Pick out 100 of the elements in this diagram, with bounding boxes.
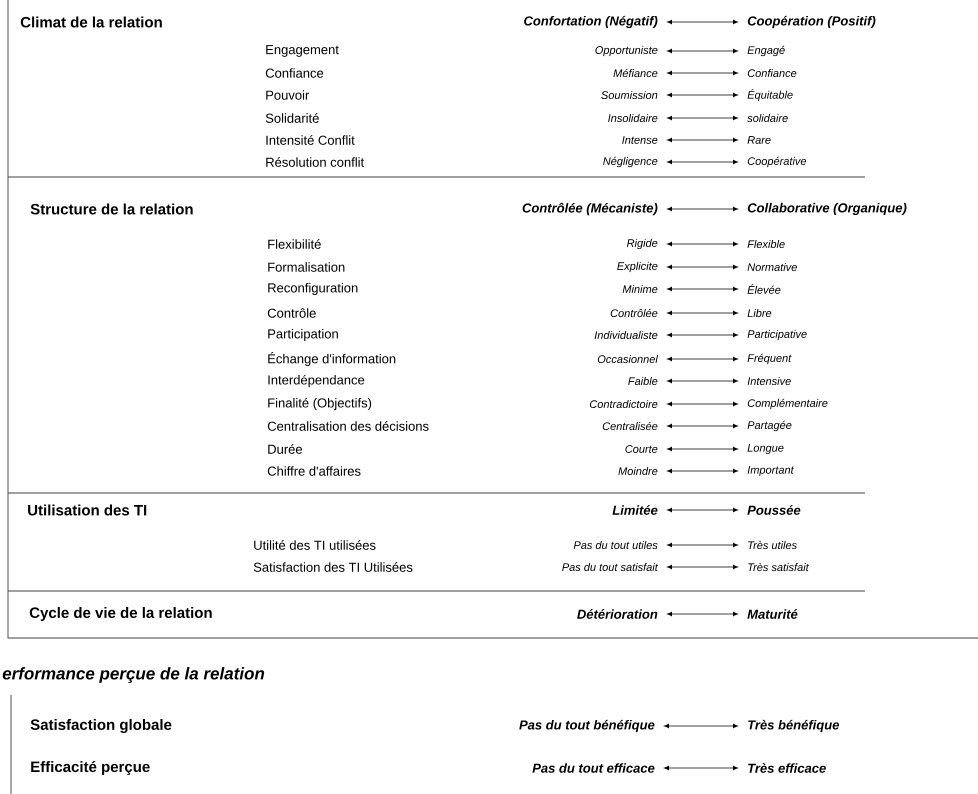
pole-label: Moindre: [618, 466, 658, 476]
pole-label: Engagé: [748, 46, 785, 56]
double-arrow: [667, 242, 738, 246]
double-arrow: [664, 766, 738, 770]
pole-label: Occasionnel: [598, 354, 658, 364]
pole-label: Courte: [625, 445, 658, 453]
pole-label: Centralisée: [602, 422, 658, 430]
item-label: Flexibilité: [268, 239, 321, 249]
pole-label: Pas du tout satisfait: [562, 562, 658, 572]
item-label: Durée: [268, 444, 302, 454]
item-label: Utilité des TI utilisées: [254, 540, 376, 550]
pole-label: solidaire: [747, 114, 788, 122]
double-arrow: [667, 378, 738, 384]
double-arrow: [667, 542, 738, 548]
pole-label: Libre: [748, 308, 772, 318]
pole-label: Très utiles: [748, 540, 797, 550]
item-label: Pouvoir: [266, 90, 310, 100]
pole-label: Méfiance: [614, 68, 658, 78]
item-label: Confiance: [266, 68, 324, 78]
pole-label: Longue: [748, 444, 784, 454]
double-arrow: [667, 468, 738, 474]
item-label: Reconfiguration: [268, 282, 358, 296]
pole-label: Contradictoire: [590, 400, 658, 408]
double-arrow: [667, 264, 738, 270]
double-arrow: [667, 402, 738, 406]
section-heading: Structure de la relation: [30, 204, 193, 214]
section-heading: Climat de la relation: [20, 16, 162, 28]
pole-label: Explicite: [617, 262, 658, 272]
pole-label: Fréquent: [748, 354, 792, 364]
section-heading: Cycle de vie de la relation: [30, 607, 212, 621]
pole-label: Coopération (Positif): [748, 16, 876, 28]
pole-label: Contrôlée (Mécaniste): [522, 202, 658, 216]
pole-label: Rigide: [626, 238, 658, 250]
pole-label: Très satisfait: [748, 562, 810, 572]
double-arrow: [667, 48, 738, 54]
pole-label: Minime: [622, 284, 658, 294]
double-arrow: [664, 724, 738, 728]
section-heading: Utilisation des TI: [28, 504, 146, 516]
double-arrow: [667, 424, 738, 428]
double-arrow: [667, 356, 738, 362]
item-label: Intensité Conflit: [266, 135, 355, 145]
pole-label: Très bénéfique: [748, 720, 840, 732]
pole-label: Individualiste: [594, 330, 658, 340]
item-label: Efficacité perçue: [31, 760, 150, 776]
item-label: Satisfaction des TI Utilisées: [254, 562, 412, 572]
item-label: Satisfaction globale: [30, 718, 172, 734]
double-arrow: [667, 612, 738, 616]
double-arrow: [667, 446, 738, 452]
double-arrow: [667, 70, 738, 76]
double-arrow: [667, 206, 738, 212]
pole-label: Maturité: [747, 609, 798, 619]
double-arrow: [667, 160, 738, 164]
double-arrow: [667, 310, 738, 316]
pole-label: Insolidaire: [608, 114, 658, 122]
pole-label: Opportuniste: [595, 46, 658, 56]
pole-label: Intense: [622, 136, 658, 144]
pole-label: Complémentaire: [748, 398, 828, 410]
item-label: Interdépendance: [268, 374, 364, 388]
pole-label: Élevée: [748, 284, 780, 294]
pole-label: Pas du tout bénéfique: [519, 720, 654, 732]
pole-label: Partagée: [748, 420, 792, 432]
double-arrow: [667, 508, 738, 512]
double-arrow: [667, 332, 738, 338]
pole-label: Coopérative: [748, 156, 806, 168]
pole-label: Confiance: [748, 68, 796, 78]
double-arrow: [667, 92, 738, 98]
item-label: Chiffre d'affaires: [268, 466, 360, 476]
pole-label: Poussée: [747, 505, 800, 515]
pole-label: Contrôlée: [610, 308, 658, 318]
item-label: Contrôle: [268, 308, 316, 318]
item-label: Solidarité: [266, 113, 319, 123]
pole-label: Rare: [748, 136, 771, 144]
pole-label: Collaborative (Organique): [748, 202, 906, 216]
pole-label: Flexible: [748, 240, 785, 248]
item-label: Formalisation: [268, 262, 344, 272]
pole-label: Normative: [748, 262, 797, 272]
double-arrow: [667, 286, 738, 292]
item-label: Finalité (Objectifs): [268, 398, 372, 410]
pole-label: Très efficace: [748, 763, 826, 773]
pole-label: Négligence: [603, 156, 658, 168]
pole-label: Équitable: [748, 89, 793, 101]
item-label: Résolution conflit: [266, 157, 364, 167]
section-heading: erformance perçue de la relation: [2, 667, 264, 683]
item-label: Échange d'information: [268, 352, 396, 366]
pole-label: Important: [748, 466, 794, 476]
pole-label: Intensive: [748, 376, 791, 386]
pole-label: Participative: [748, 330, 807, 340]
item-label: Participation: [268, 328, 338, 342]
pole-label: Pas du tout utiles: [574, 540, 658, 550]
pole-label: Confortation (Négatif): [524, 16, 658, 28]
pole-label: Limitée: [612, 505, 658, 515]
pole-label: Soumission: [601, 90, 658, 100]
pole-label: Détérioration: [577, 609, 658, 619]
pole-label: Faible: [628, 376, 658, 386]
double-arrow: [667, 138, 738, 142]
item-label: Engagement: [266, 45, 339, 57]
pole-label: Pas du tout efficace: [532, 763, 654, 773]
double-arrow: [667, 116, 738, 120]
double-arrow: [667, 20, 738, 24]
double-arrow: [667, 564, 738, 570]
